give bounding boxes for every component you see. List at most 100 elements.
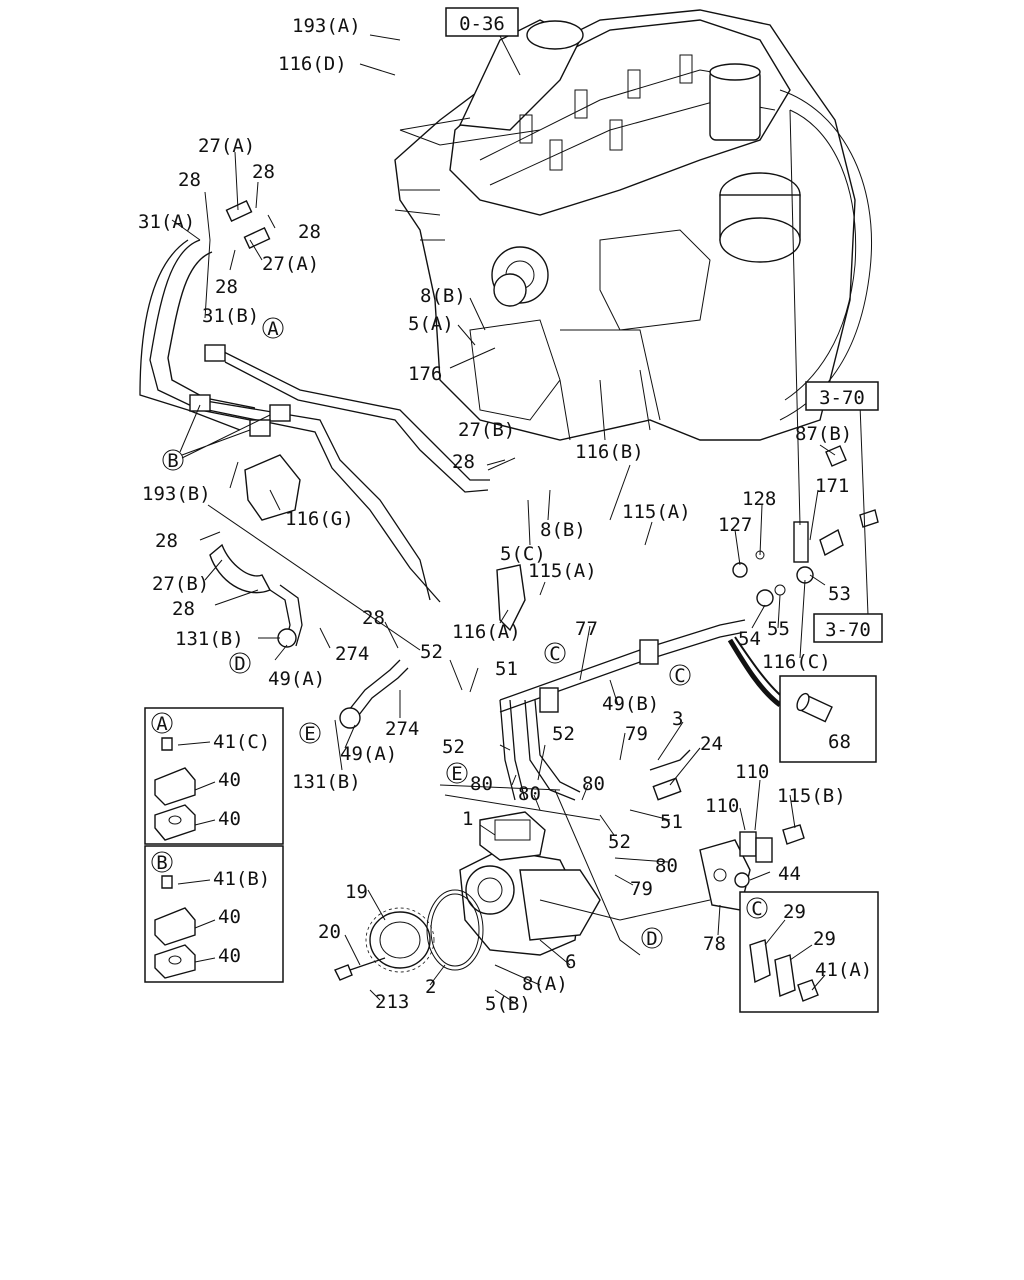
callout: 28 [252,161,275,183]
callout: 44 [778,863,801,885]
right-side-parts [727,109,883,888]
callout: 116(D) [278,53,347,75]
marker-a: A [262,317,284,340]
callout: 28 [362,607,385,629]
callout: 28 [215,276,238,298]
callout: 127 [718,514,752,536]
ref-3-70-top: 3-70 [819,387,865,409]
inset-c-label-1: 29 [783,901,806,923]
inset-a-label-3: 40 [218,808,241,830]
svg-text:D: D [646,928,657,950]
inset-b-label-1: 41(B) [213,868,270,890]
callout: 5(B) [485,993,531,1015]
callout: 193(A) [292,15,361,37]
callout: 79 [630,878,653,900]
callout: 193(B) [142,483,211,505]
svg-text:C: C [549,643,560,665]
fuel-pipes [139,117,541,729]
callout: 49(A) [268,668,325,690]
inset-a-label-2: 40 [218,769,241,791]
callout: 31(B) [202,305,259,327]
callout: 3 [672,708,683,730]
callout: 52 [552,723,575,745]
marker-e-1: E [299,722,321,745]
callout: 68 [828,731,851,753]
callout: 176 [408,363,442,385]
reference-labels: 0-36 3-70 3-70 [459,13,871,641]
callout: 116(A) [452,621,521,643]
inset-b: B 41(B) 40 40 [144,845,284,983]
callouts: 193(A) 116(D) 27(A) 28 28 31(A) 28 27(A)… [138,15,852,1015]
callout: 116(G) [285,508,354,530]
injection-pump [334,564,751,981]
callout: 28 [155,530,178,552]
callout: 19 [345,881,368,903]
callout: 31(A) [138,211,195,233]
marker-c-2: C [669,664,691,687]
callout: 5(A) [408,313,454,335]
inset-a: A 41(C) 40 40 [144,707,284,845]
callout: 80 [582,773,605,795]
callout: 52 [420,641,443,663]
callout: 110 [735,761,769,783]
callout: 27(B) [458,419,515,441]
callout: 27(B) [152,573,209,595]
callout: 51 [495,658,518,680]
svg-text:B: B [167,450,178,472]
inset-a-label-1: 41(C) [213,731,270,753]
callout: 213 [375,991,409,1013]
callout: 131(B) [292,771,361,793]
marker-d-1: D [229,652,251,675]
callout: 28 [172,598,195,620]
callout: 8(B) [540,519,586,541]
callout: 1 [462,808,473,830]
callout: 5(C) [500,543,546,565]
callout: 49(A) [340,743,397,765]
callout: 87(B) [795,423,852,445]
callout: 27(A) [262,253,319,275]
inset-c-label-3: 41(A) [815,959,872,981]
callout: 27(A) [198,135,255,157]
svg-text:C: C [674,665,685,687]
callout: 80 [470,773,493,795]
callout: 274 [335,643,369,665]
inset-c-label-2: 29 [813,928,836,950]
callout: 20 [318,921,341,943]
callout: 80 [518,783,541,805]
callout: 274 [385,718,419,740]
callout: 28 [298,221,321,243]
callout: 52 [442,736,465,758]
callout: 78 [703,933,726,955]
callout: 8(A) [522,973,568,995]
callout: 80 [655,855,678,877]
ref-0-36: 0-36 [459,13,505,35]
callout: 115(A) [528,560,597,582]
callout: 54 [738,628,761,650]
marker-c-1: C [544,642,566,665]
inset-b-label-2: 40 [218,906,241,928]
callout: 128 [742,488,776,510]
callout: 28 [452,451,475,473]
svg-text:A: A [267,318,279,340]
callout: 115(B) [777,785,846,807]
callout: 51 [660,811,683,833]
ref-3-70-bottom: 3-70 [825,619,871,641]
callout: 8(B) [420,285,466,307]
callout: 24 [700,733,723,755]
svg-text:E: E [304,723,315,745]
callout: 171 [815,475,849,497]
leader-lines [171,34,836,1004]
callout: 6 [565,951,576,973]
svg-text:D: D [234,653,245,675]
callout: 53 [828,583,851,605]
callout: 52 [608,831,631,853]
engine-block [394,7,872,441]
callout: 28 [178,169,201,191]
callout: 116(B) [575,441,644,463]
inset-b-label-3: 40 [218,945,241,967]
callout: 2 [425,976,436,998]
callout: 49(B) [602,693,659,715]
inset-c-letter: C [751,898,762,920]
inset-b-letter: B [156,852,167,874]
